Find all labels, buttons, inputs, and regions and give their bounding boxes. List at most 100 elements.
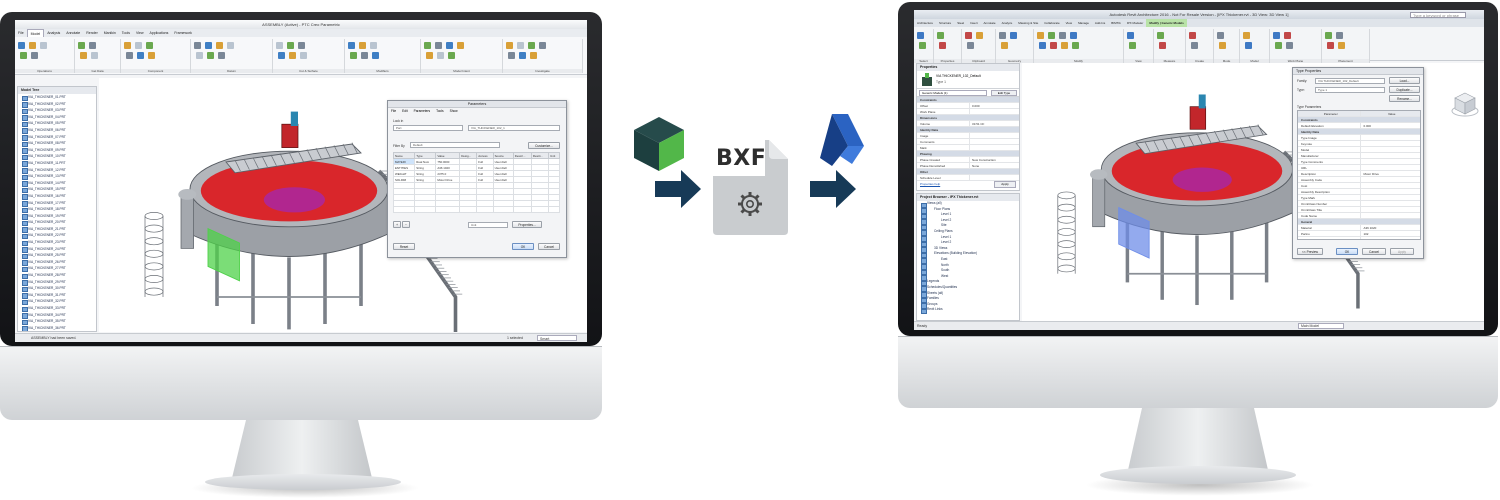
browser-item[interactable]: Level 1 <box>917 212 1019 219</box>
instance-property-section[interactable]: Dimensions <box>917 115 1019 121</box>
model-tree-item[interactable]: VIA_THICKENER_20.PRT <box>18 219 96 226</box>
creo-tool-button[interactable] <box>40 42 47 49</box>
creo-tab-annotate[interactable]: Annotate <box>66 31 81 35</box>
model-tree-item[interactable]: VIA_THICKENER_13.PRT <box>18 173 96 180</box>
instance-property-value[interactable]: 33.51 CF <box>972 122 985 126</box>
type-parameter-value[interactable]: A36 1020 <box>1363 226 1377 230</box>
creo-tool-button[interactable] <box>91 52 98 59</box>
model-tree-item[interactable]: VIA_THICKENER_32.PRT <box>18 298 96 305</box>
type-parameter-row[interactable]: Assembly Description <box>1298 189 1420 195</box>
model-tree-item[interactable]: VIA_THICKENER_23.PRT <box>18 239 96 246</box>
browser-item[interactable]: North <box>917 263 1019 270</box>
instance-property-value[interactable] <box>970 133 1019 138</box>
instance-property-row[interactable]: Work Plane <box>917 109 1019 115</box>
type-parameter-row[interactable]: Model <box>1298 147 1420 153</box>
revit-tool-button[interactable] <box>1050 42 1057 49</box>
revit-tool-button[interactable] <box>1191 42 1198 49</box>
type-parameter-value[interactable] <box>1361 135 1420 140</box>
model-tree-item[interactable]: VIA_THICKENER_17.PRT <box>18 200 96 207</box>
revit-tool-button[interactable] <box>999 32 1006 39</box>
instance-property-section[interactable]: Phasing <box>917 151 1019 157</box>
creo-tool-button[interactable] <box>126 52 133 59</box>
params-menu-parameters[interactable]: Parameters <box>413 109 431 113</box>
creo-tool-button[interactable] <box>361 52 368 59</box>
creo-tab-model[interactable]: Model <box>26 29 45 37</box>
model-tree-item[interactable]: VIA_THICKENER_24.PRT <box>18 246 96 253</box>
type-parameter-row[interactable]: OmniClass Number <box>1298 201 1420 207</box>
creo-tool-button[interactable] <box>287 42 294 49</box>
revit-tool-button[interactable] <box>1157 32 1164 39</box>
tp-apply-button[interactable]: Apply <box>1390 248 1414 255</box>
browser-item[interactable]: Schedules/Quantities <box>917 285 1019 292</box>
type-parameter-value[interactable]: 2375.78 <box>1363 238 1375 240</box>
creo-tool-button[interactable] <box>298 42 305 49</box>
model-tree-item[interactable]: VIA_THICKENER_09.PRT <box>18 147 96 154</box>
tp-type-select[interactable]: Type 1 <box>1315 86 1385 93</box>
creo-tool-button[interactable] <box>448 52 455 59</box>
instance-property-value[interactable] <box>970 175 1019 180</box>
revit-tool-button[interactable] <box>1048 32 1055 39</box>
type-parameter-row[interactable]: Assembly Code <box>1298 177 1420 183</box>
view-cube-icon[interactable] <box>1450 89 1480 119</box>
creo-tool-button[interactable] <box>457 42 464 49</box>
model-tree-item[interactable]: VIA_THICKENER_05.PRT <box>18 120 96 127</box>
creo-tool-button[interactable] <box>426 52 433 59</box>
instance-property-section[interactable]: Identity Data <box>917 127 1019 133</box>
browser-item[interactable]: Families <box>917 296 1019 303</box>
revit-tool-button[interactable] <box>1338 42 1345 49</box>
creo-tool-button[interactable] <box>196 52 203 59</box>
model-tree-item[interactable]: VIA_THICKENER_03.PRT <box>18 107 96 114</box>
revit-tool-button[interactable] <box>1072 42 1079 49</box>
revit-tab-modify-generic-models[interactable]: Modify | Generic Models <box>1146 19 1187 27</box>
browser-item[interactable]: Level 2 <box>917 218 1019 225</box>
browser-item[interactable]: East <box>917 257 1019 264</box>
model-tree-item[interactable]: VIA_THICKENER_01.PRT <box>18 94 96 101</box>
creo-tab-applications[interactable]: Applications <box>149 31 169 35</box>
family-type-selector[interactable]: VIA THICKENER_102_Default Type 1 <box>917 71 1019 89</box>
params-menu-file[interactable]: File <box>391 109 397 113</box>
model-tree-item[interactable]: VIA_THICKENER_07.PRT <box>18 134 96 141</box>
creo-tool-button[interactable] <box>446 42 453 49</box>
creo-tool-button[interactable] <box>146 42 153 49</box>
browser-item[interactable]: Views (all) <box>917 201 1019 208</box>
reset-button[interactable]: Reset <box>393 243 415 250</box>
creo-tool-button[interactable] <box>519 52 526 59</box>
revit-tool-button[interactable] <box>1059 32 1066 39</box>
creo-tool-button[interactable] <box>437 52 444 59</box>
model-tree-item[interactable]: VIA_THICKENER_36.PRT <box>18 325 96 331</box>
type-parameter-section[interactable]: Identity Data <box>1298 129 1420 135</box>
creo-tab-framework[interactable]: Framework <box>174 31 192 35</box>
type-parameter-section[interactable]: Constraints <box>1298 117 1420 123</box>
model-tree-item[interactable]: VIA_THICKENER_14.PRT <box>18 180 96 187</box>
model-tree-item[interactable]: VIA_THICKENER_30.PRT <box>18 285 96 292</box>
creo-tab-analysis[interactable]: Analysis <box>47 31 61 35</box>
browser-item[interactable]: Level 1 <box>917 235 1019 242</box>
revit-tab-ipx-modeler[interactable]: IPX Modeler <box>1126 21 1144 25</box>
instance-property-row[interactable]: Comments <box>917 139 1019 145</box>
type-parameter-row[interactable]: Cost <box>1298 183 1420 189</box>
creo-tool-button[interactable] <box>31 52 38 59</box>
tp-duplicate-button[interactable]: Duplicate... <box>1389 86 1420 93</box>
revit-tool-button[interactable] <box>919 42 926 49</box>
revit-tool-button[interactable] <box>1286 42 1293 49</box>
model-tree-item[interactable]: VIA_THICKENER_21.PRT <box>18 226 96 233</box>
browser-item[interactable]: Level 2 <box>917 240 1019 247</box>
creo-tool-button[interactable] <box>20 52 27 59</box>
type-parameter-section[interactable]: General <box>1298 219 1420 225</box>
revit-tool-button[interactable] <box>1219 42 1226 49</box>
type-parameter-row[interactable]: OmniClass Title <box>1298 207 1420 213</box>
model-tree-item[interactable]: VIA_THICKENER_33.PRT <box>18 305 96 312</box>
revit-tab-bimtrk[interactable]: BIMTrk <box>1111 21 1121 25</box>
part-select[interactable]: VIA_THICKENER_102_1 <box>468 125 560 131</box>
creo-tab-tools[interactable]: Tools <box>121 31 130 35</box>
model-tree-item[interactable]: VIA_THICKENER_29.PRT <box>18 279 96 286</box>
revit-tool-button[interactable] <box>917 32 924 39</box>
type-parameter-value[interactable] <box>1361 183 1420 188</box>
type-parameter-row[interactable]: Manufacturer <box>1298 153 1420 159</box>
model-tree-item[interactable]: VIA_THICKENER_06.PRT <box>18 127 96 134</box>
revit-tool-button[interactable] <box>1010 32 1017 39</box>
creo-tool-button[interactable] <box>194 42 201 49</box>
